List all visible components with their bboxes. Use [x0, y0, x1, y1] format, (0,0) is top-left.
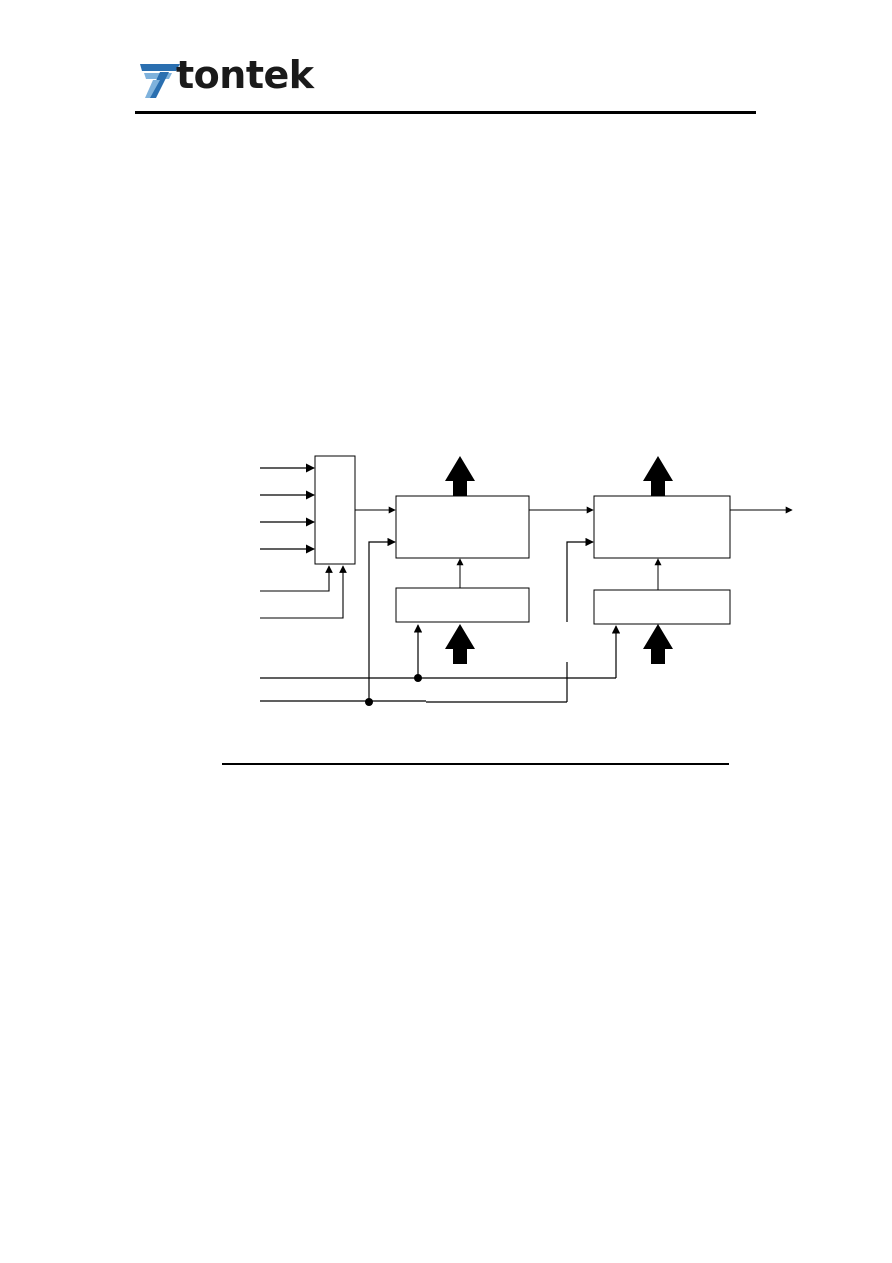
clock-line-b — [260, 537, 594, 703]
stage2-bus-in-arrow-icon — [643, 624, 673, 664]
selector-control-lines — [260, 565, 347, 619]
select-line-1 — [260, 565, 333, 592]
selector-block — [314, 455, 356, 565]
selector-input-lines — [260, 463, 315, 554]
stage2-bus-out-arrow-icon — [643, 456, 673, 496]
stage1-main-block — [395, 495, 530, 559]
junction-dot-a — [414, 674, 422, 682]
tontek-logo-mark-icon — [140, 64, 180, 98]
junction-dot-b — [365, 698, 373, 706]
stage1-bus-out-arrow-icon — [445, 456, 475, 496]
header-divider — [135, 111, 756, 114]
clock-line-a — [260, 624, 621, 679]
stage1-bus-in-arrow-icon — [445, 624, 475, 664]
stage2-main-block — [593, 495, 731, 559]
tontek-logo: tontek — [136, 53, 336, 102]
logo-wordmark: tontek — [176, 53, 314, 97]
select-line-2 — [260, 565, 347, 619]
stage2-sub-block — [593, 589, 731, 625]
figure-caption-rule — [222, 763, 729, 765]
stage1-sub-block — [395, 587, 530, 623]
